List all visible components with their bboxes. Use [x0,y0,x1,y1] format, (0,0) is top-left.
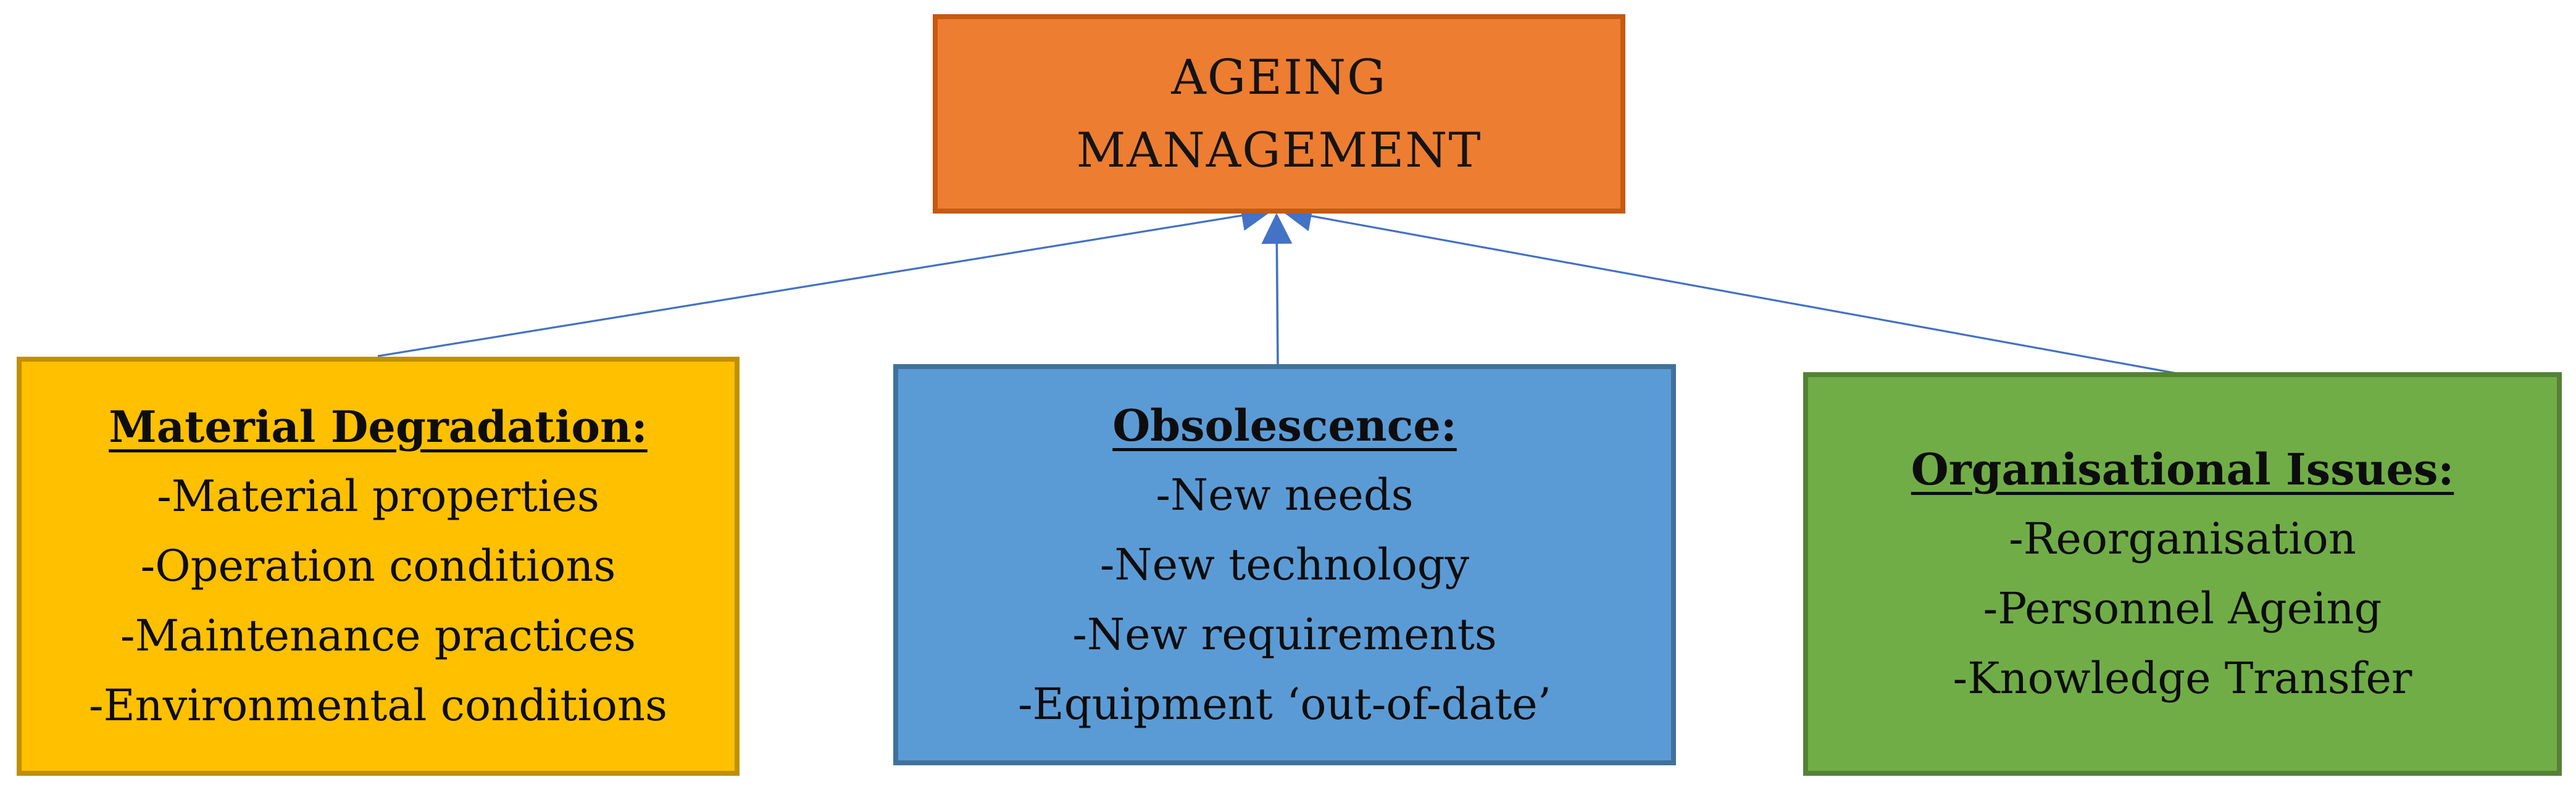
arrow-obsolescence-to-ageing-management [1261,213,1293,365]
obsolescence-item: -New needs [1156,469,1414,520]
organisational-issues-item: -Personnel Ageing [1983,583,2382,634]
organisational-issues-box: Organisational Issues: -Reorganisation -… [1803,372,2562,776]
obsolescence-item: -Equipment ‘out-of-date’ [1018,678,1551,729]
material-degradation-item: -Maintenance practices [120,610,636,661]
obsolescence-box: Obsolescence: -New needs -New technology… [893,364,1676,765]
ageing-management-box: AGEING MANAGEMENT [933,14,1625,214]
organisational-issues-item: -Knowledge Transfer [1953,653,2412,704]
obsolescence-item: -New technology [1099,539,1470,590]
obsolescence-item: -New requirements [1072,609,1497,660]
arrow-organisational-issues-to-ageing-management [1281,201,2181,375]
material-degradation-item: -Environmental conditions [88,680,668,731]
organisational-issues-header: Organisational Issues: [1911,444,2454,495]
ageing-management-title-line-1: AGEING [1171,49,1387,106]
material-degradation-header: Material Degradation: [109,401,648,452]
arrow-material-degradation-to-ageing-management [377,200,1272,357]
obsolescence-header: Obsolescence: [1112,399,1457,451]
material-degradation-box: Material Degradation: -Material properti… [17,357,740,776]
material-degradation-item: -Material properties [157,471,599,522]
organisational-issues-item: -Reorganisation [2009,513,2356,564]
material-degradation-item: -Operation conditions [140,541,616,591]
ageing-management-title-line-2: MANAGEMENT [1076,122,1482,178]
